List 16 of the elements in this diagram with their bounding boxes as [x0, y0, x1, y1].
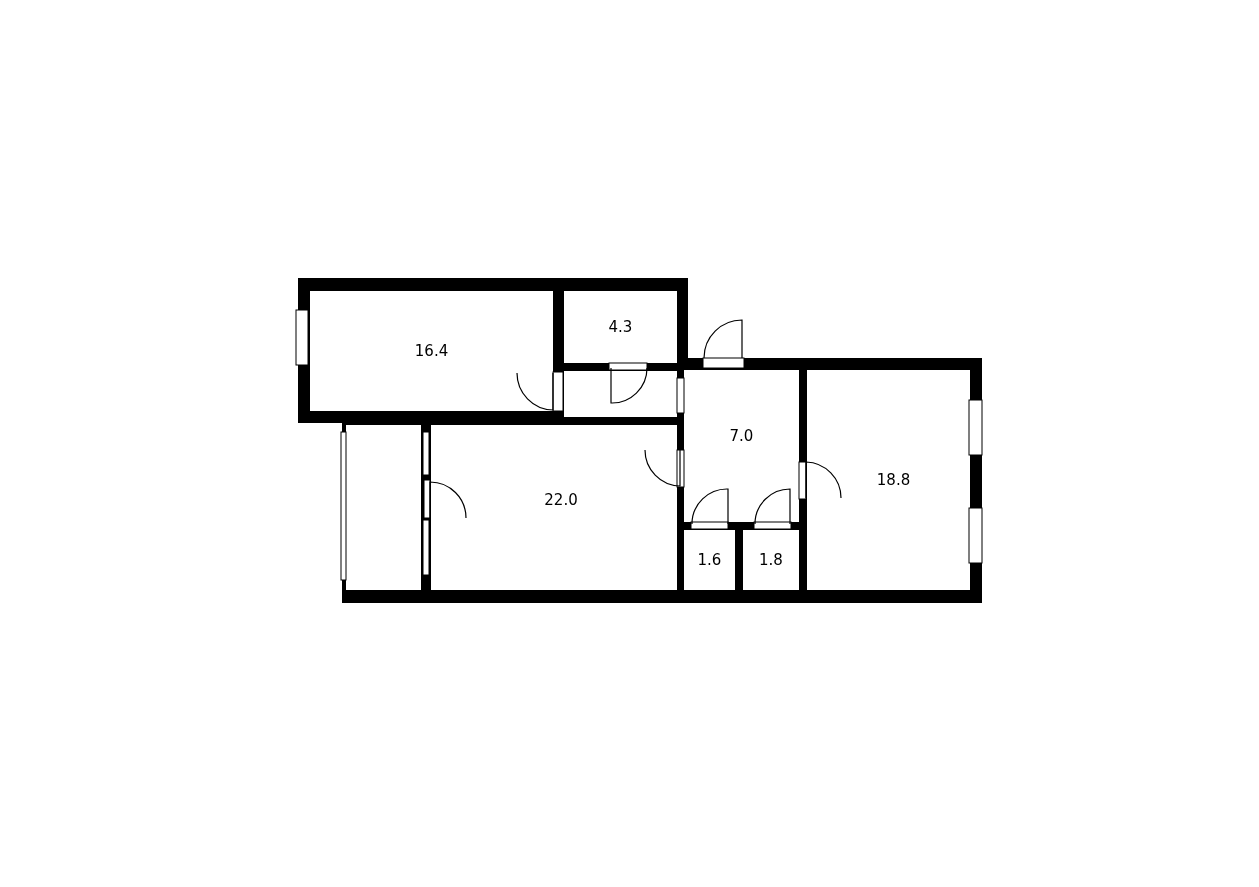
- room-area: [431, 425, 677, 590]
- room-area: [564, 291, 677, 363]
- room-area: [310, 291, 553, 411]
- area-label: 7.0: [729, 427, 754, 445]
- room-area: [346, 425, 421, 590]
- room-area: [684, 370, 799, 522]
- room-area: [564, 371, 677, 417]
- area-label: 18.8: [876, 471, 911, 489]
- area-label: 1.8: [759, 551, 783, 569]
- area-label: 4.3: [608, 318, 633, 336]
- room-area: [743, 530, 799, 590]
- room-area: [684, 530, 735, 590]
- room-area: [807, 370, 970, 590]
- area-label: 1.6: [697, 551, 722, 569]
- area-label: 16.4: [414, 342, 449, 360]
- area-label: 22.0: [544, 490, 578, 509]
